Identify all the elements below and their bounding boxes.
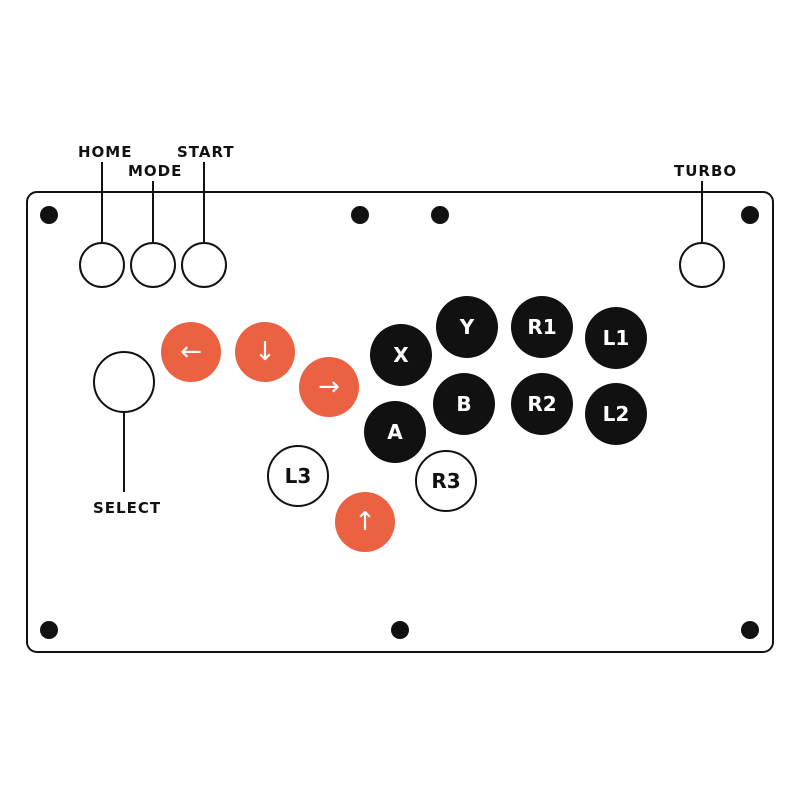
screw-hole-icon bbox=[741, 206, 759, 224]
r2-button-cap[interactable] bbox=[511, 373, 573, 435]
mode-button[interactable] bbox=[130, 242, 176, 288]
a-button-cap[interactable] bbox=[364, 401, 426, 463]
r2-button-label: R2 bbox=[527, 392, 556, 416]
x-button-cap[interactable] bbox=[370, 324, 432, 386]
l3-button[interactable]: L3 bbox=[267, 445, 329, 507]
leader-lines bbox=[101, 162, 703, 492]
home-button[interactable] bbox=[79, 242, 125, 288]
b-button-cap[interactable] bbox=[433, 373, 495, 435]
select-label: SELECT bbox=[93, 499, 161, 517]
r1-button-label: R1 bbox=[527, 315, 556, 339]
up-arrow-icon: ↑ bbox=[354, 507, 376, 537]
screw-hole-icon bbox=[741, 621, 759, 639]
down-button-cap[interactable] bbox=[235, 322, 295, 382]
b-button-label: B bbox=[456, 392, 471, 416]
a-button-label: A bbox=[387, 420, 403, 444]
r3-button-cap[interactable] bbox=[415, 450, 477, 512]
y-button[interactable]: Y bbox=[436, 296, 498, 358]
turbo-button[interactable] bbox=[679, 242, 725, 288]
home-label: HOME bbox=[78, 143, 132, 161]
r1-button[interactable]: R1 bbox=[511, 296, 573, 358]
turbo-label: TURBO bbox=[674, 162, 737, 180]
down-arrow-icon: ↓ bbox=[254, 337, 276, 367]
screw-hole-icon bbox=[391, 621, 409, 639]
x-button-label: X bbox=[393, 343, 409, 367]
mode-label: MODE bbox=[128, 162, 182, 180]
mounting-holes bbox=[40, 206, 759, 639]
b-button[interactable]: B bbox=[433, 373, 495, 435]
left-arrow-icon: ← bbox=[180, 337, 202, 367]
start-label: START bbox=[177, 143, 235, 161]
right-arrow-icon: → bbox=[318, 372, 340, 402]
l2-button[interactable]: L2 bbox=[585, 383, 647, 445]
l3-button-cap[interactable] bbox=[267, 445, 329, 507]
y-button-cap[interactable] bbox=[436, 296, 498, 358]
l1-button-cap[interactable] bbox=[585, 307, 647, 369]
y-button-label: Y bbox=[459, 315, 475, 339]
start-button[interactable] bbox=[181, 242, 227, 288]
screw-hole-icon bbox=[431, 206, 449, 224]
right-button-cap[interactable] bbox=[299, 357, 359, 417]
down-button[interactable]: ↓ bbox=[235, 322, 295, 382]
x-button[interactable]: X bbox=[370, 324, 432, 386]
r3-button[interactable]: R3 bbox=[415, 450, 477, 512]
screw-hole-icon bbox=[351, 206, 369, 224]
select-button[interactable] bbox=[93, 351, 155, 413]
screw-hole-icon bbox=[40, 206, 58, 224]
l3-button-label: L3 bbox=[285, 464, 312, 488]
r1-button-cap[interactable] bbox=[511, 296, 573, 358]
l1-button-label: L1 bbox=[603, 326, 630, 350]
up-button[interactable]: ↑ bbox=[335, 492, 395, 552]
left-button[interactable]: ← bbox=[161, 322, 221, 382]
l2-button-cap[interactable] bbox=[585, 383, 647, 445]
a-button[interactable]: A bbox=[364, 401, 426, 463]
r2-button[interactable]: R2 bbox=[511, 373, 573, 435]
l2-button-label: L2 bbox=[603, 402, 630, 426]
l1-button[interactable]: L1 bbox=[585, 307, 647, 369]
right-button[interactable]: → bbox=[299, 357, 359, 417]
screw-hole-icon bbox=[40, 621, 58, 639]
left-button-cap[interactable] bbox=[161, 322, 221, 382]
r3-button-label: R3 bbox=[431, 469, 460, 493]
up-button-cap[interactable] bbox=[335, 492, 395, 552]
